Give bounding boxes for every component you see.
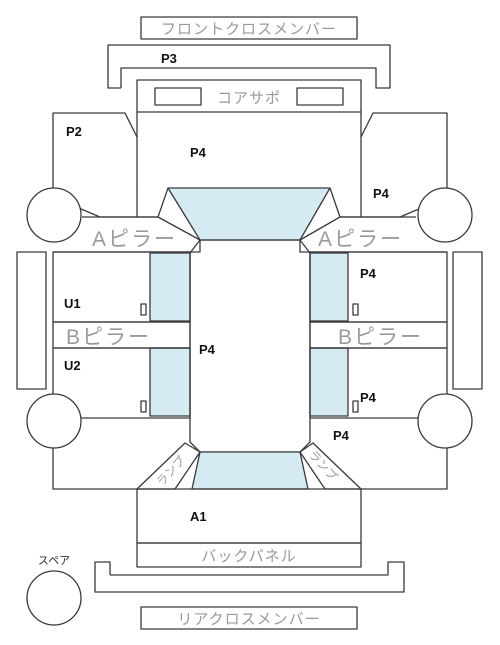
core-support-label: コアサポ (217, 90, 281, 107)
hood-right-edge (329, 112, 362, 218)
p3-label: P3 (161, 51, 177, 66)
p4-front-right-door-label: P4 (360, 266, 377, 281)
spare-tire (26, 570, 82, 626)
rear-bracket (94, 561, 405, 593)
window-rear-right (309, 347, 349, 417)
a1-label: A1 (190, 509, 207, 524)
headlamp-right (296, 87, 344, 106)
trunk-panel (136, 488, 362, 544)
front-cross-member-label: フロントクロスメンバー (161, 21, 337, 38)
u2-label: U2 (64, 358, 81, 373)
b-pillar-left (52, 321, 191, 349)
rear-lamp-left-label: ランプ (154, 453, 188, 489)
p2-label: P2 (66, 124, 82, 139)
window-front-right (309, 252, 349, 322)
front-cross-member-box (140, 16, 358, 40)
spare-label: スペア (38, 555, 70, 567)
u1-label: U1 (64, 296, 81, 311)
rear-cross-member-label: リアクロスメンバー (177, 611, 320, 628)
headlamp-left (154, 87, 202, 106)
rear-right-wheel (417, 393, 473, 449)
front-right-wheel (417, 187, 473, 243)
front-left-wheel (26, 187, 82, 243)
side-sill-right (452, 251, 483, 390)
rear-window (191, 451, 309, 490)
rear-cross-member-box (140, 606, 358, 630)
p4-rear-right-door-label: P4 (360, 390, 377, 405)
back-panel-label: バックパネル (201, 548, 296, 565)
a-pillar-right-label: Aピラー (318, 228, 403, 251)
back-panel-box (136, 542, 362, 568)
b-pillar-left-label: Bピラー (66, 326, 151, 349)
b-pillar-right-label: Bピラー (338, 326, 423, 349)
window-front-left (149, 252, 191, 322)
handle-rear-right (352, 400, 359, 413)
p4-right-fender-label: P4 (373, 186, 390, 201)
p3-bracket (107, 44, 391, 89)
rear-left-wheel (26, 393, 82, 449)
core-support-box (136, 79, 362, 113)
windshield (167, 187, 331, 241)
p4-roof-label: P4 (199, 342, 216, 357)
p4-hood-label: P4 (190, 145, 207, 160)
side-sill-left (16, 251, 47, 390)
b-pillar-right (309, 321, 448, 349)
window-rear-left (149, 347, 191, 417)
handle-rear-left (140, 400, 147, 413)
a-pillar-left-label: Aピラー (92, 228, 177, 251)
handle-front-left (140, 303, 147, 316)
hood-left-edge (136, 112, 169, 218)
p4-rear-right-quarter-label: P4 (333, 428, 350, 443)
handle-front-right (352, 303, 359, 316)
